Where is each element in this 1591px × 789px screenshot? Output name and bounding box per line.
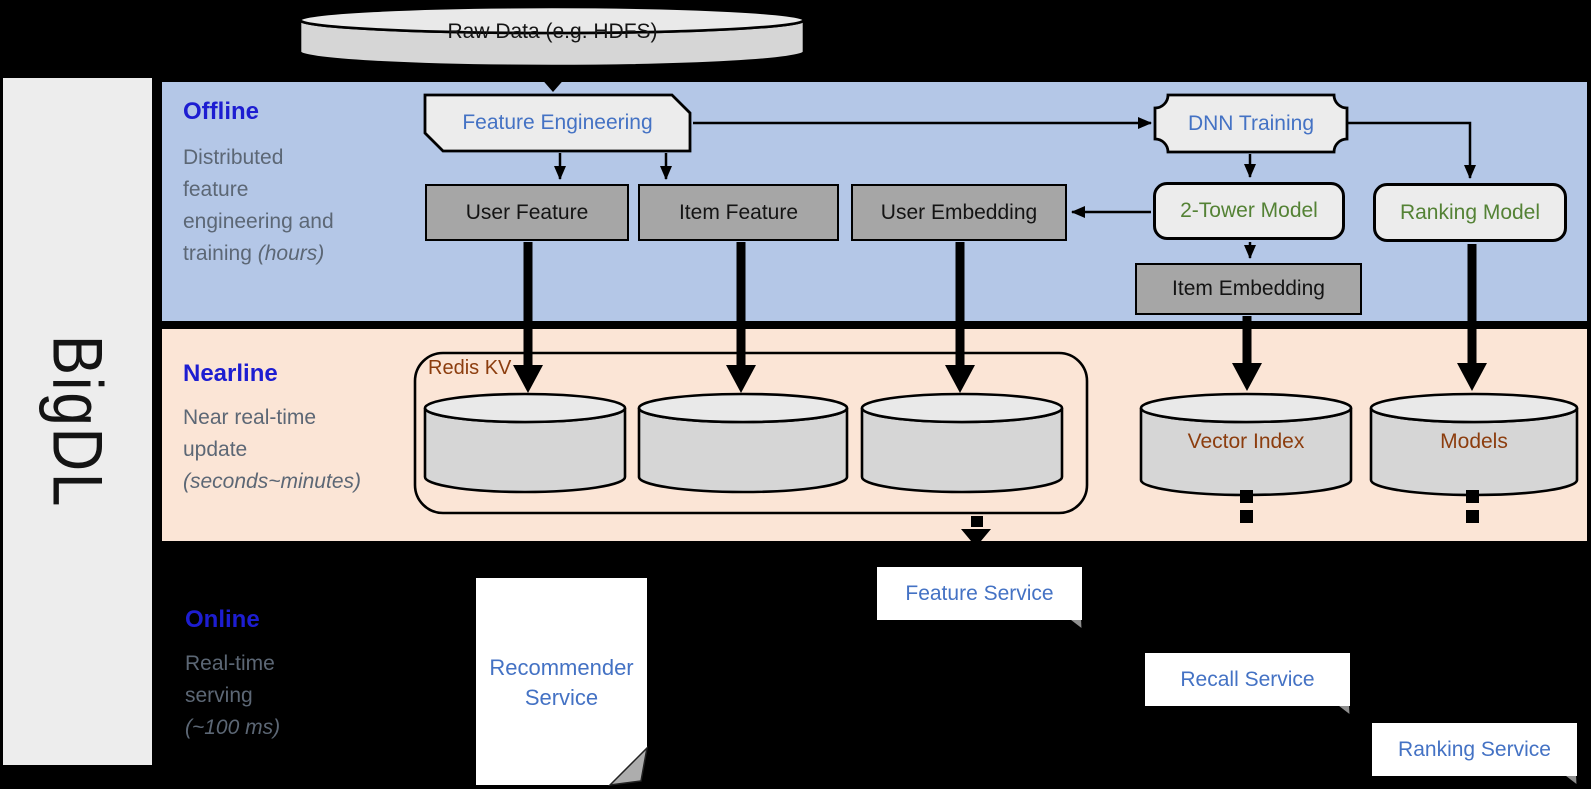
arrowhead [539,76,567,92]
recommender-service-document [476,578,649,787]
redis-cylinder-2 [637,392,849,494]
brand-label: BigDL [37,334,118,509]
ranking-service-box: Ranking Service [1372,723,1577,776]
redis-cylinder-1 [423,392,627,494]
item-feature-box: Item Feature [638,184,839,241]
dashed-connector-models-to-ranking-service [1466,490,1479,523]
brand-bar: BigDL [3,78,152,765]
dashed-connector-redis-to-feature-service [961,516,991,547]
item-embedding-box: Item Embedding [1135,263,1362,315]
offline-section-description: Distributed feature engineering and trai… [183,146,334,265]
redis-kv-container [413,351,1089,515]
online-section-description: Real-time serving (~100 ms) [185,652,281,739]
redis-cylinder-3 [860,392,1064,494]
models-cylinder [1369,392,1579,497]
dnn-training-label: DNN Training [1187,111,1315,135]
recall-service-box: Recall Service [1145,653,1350,706]
dnn-training-shape [1153,93,1349,154]
redis-kv-label: Redis KV [428,357,512,379]
feature-engineering-label: Feature Engineering [462,111,653,134]
nearline-section-description: Near real-time update (seconds~minutes) [183,406,361,493]
online-section-label: Online [185,606,260,633]
arrow-dnn-to-ranking-model [1347,121,1476,179]
user-embedding-box: User Embedding [851,184,1067,241]
raw-data-label: Raw Data (e.g. HDFS) [447,20,658,43]
vector-index-label: Vector Index [1187,430,1305,453]
recommender-service-label: Recommender Service [489,655,634,710]
dashed-connector-vector-index-to-recall-service [1240,490,1253,523]
models-label: Models [1440,430,1508,453]
thick-connectors [513,242,1487,393]
page-fold-icon [607,745,649,787]
nearline-section-label: Nearline [183,360,278,387]
vector-index-cylinder [1139,392,1353,497]
offline-section-label: Offline [183,98,259,125]
feature-engineering-shape [423,93,692,153]
feature-service-box: Feature Service [877,567,1082,620]
two-tower-model-box: 2-Tower Model [1153,182,1345,240]
user-feature-box: User Feature [425,184,629,241]
ranking-model-box: Ranking Model [1373,183,1567,242]
raw-data-cylinder [298,5,806,68]
